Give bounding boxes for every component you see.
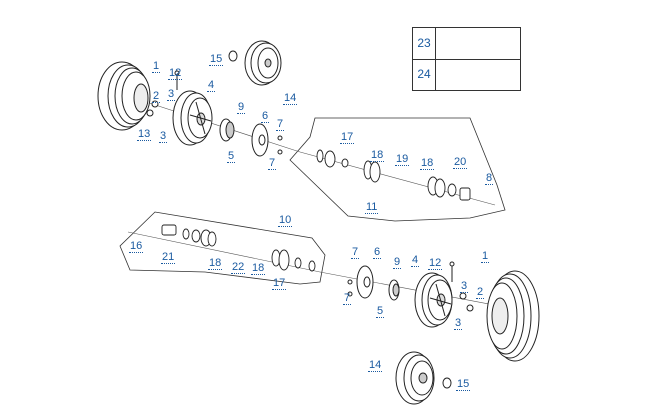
callout-18-clamp-inner[interactable]: 18 (420, 157, 435, 170)
callout-6-disc[interactable]: 6 (261, 110, 270, 123)
callout-20-boot[interactable]: 20 (453, 156, 468, 169)
callout-3-nut[interactable]: 3 (167, 88, 176, 101)
callout-13-washer[interactable]: 13 (137, 128, 152, 141)
callout-1-tire[interactable]: 1 (152, 60, 161, 73)
callout-15-cap-lower[interactable]: 15 (456, 378, 471, 391)
callout-14-rim-lower[interactable]: 14 (368, 359, 383, 372)
callout-9-hub-lower[interactable]: 9 (393, 256, 402, 269)
cv-shaft-lower (161, 224, 316, 272)
callout-3-nut-lower[interactable]: 3 (460, 280, 469, 293)
callout-7-bolt[interactable]: 7 (276, 118, 285, 131)
callout-14-rim[interactable]: 14 (283, 92, 298, 105)
callout-10-axle[interactable]: 10 (278, 214, 293, 227)
legend-number-24[interactable]: 24 (413, 59, 436, 90)
callout-7-bolt-lower[interactable]: 7 (351, 246, 360, 259)
lower-shaft-kit-outline (119, 211, 326, 285)
callout-2-nut[interactable]: 2 (152, 90, 161, 103)
callout-22-shaft[interactable]: 22 (231, 261, 246, 274)
front-tire-upper (97, 61, 151, 131)
callout-18-clamp[interactable]: 18 (370, 149, 385, 162)
callout-7-nut-lower[interactable]: 7 (343, 292, 352, 305)
cap-upper (228, 50, 238, 62)
callout-4-rim[interactable]: 4 (207, 79, 216, 92)
cap-lower (442, 377, 452, 389)
callout-19-shaft[interactable]: 19 (395, 153, 410, 166)
callout-4-rim-lower[interactable]: 4 (411, 254, 420, 267)
callout-17-boot-kit[interactable]: 17 (340, 131, 355, 144)
spare-rim-lower (395, 351, 435, 405)
callout-1-tire-lower[interactable]: 1 (481, 250, 490, 263)
legend-row-24: 24 (413, 59, 520, 90)
callout-21-boot[interactable]: 21 (161, 251, 176, 264)
wheel-rim-lower (414, 272, 453, 328)
callout-8-ring[interactable]: 8 (485, 172, 494, 185)
front-tire-lower (486, 270, 540, 362)
callout-5-stud[interactable]: 5 (227, 150, 236, 163)
callout-18-clamp-lower[interactable]: 18 (208, 257, 223, 270)
callout-12-valve-lower[interactable]: 12 (428, 257, 443, 270)
cv-shaft-upper (316, 149, 471, 201)
callout-9-hub[interactable]: 9 (237, 101, 246, 114)
callout-18-clamp-lower-2[interactable]: 18 (251, 262, 266, 275)
callout-7-nut[interactable]: 7 (268, 157, 277, 170)
callout-15-cap[interactable]: 15 (209, 53, 224, 66)
legend-number-23[interactable]: 23 (413, 28, 436, 59)
callout-2-nut-lower[interactable]: 2 (476, 286, 485, 299)
callout-12-valve[interactable]: 12 (168, 67, 183, 80)
legend-row-23: 23 (413, 28, 520, 60)
callout-3-bolt-lower[interactable]: 3 (454, 317, 463, 330)
callout-3-bolt[interactable]: 3 (159, 130, 168, 143)
upper-shaft-kit-outline (289, 117, 506, 222)
wheel-rim-upper (172, 90, 213, 146)
callout-16-ring[interactable]: 16 (129, 240, 144, 253)
callout-5-stud-lower[interactable]: 5 (376, 305, 385, 318)
callout-17-boot-kit-lower[interactable]: 17 (272, 277, 287, 290)
hub-assembly-lower (347, 261, 455, 301)
callout-11-axle[interactable]: 11 (365, 201, 379, 214)
parts-legend: 23 24 (412, 27, 521, 91)
spare-rim-upper (244, 40, 282, 86)
callout-6-disc-lower[interactable]: 6 (373, 246, 382, 259)
